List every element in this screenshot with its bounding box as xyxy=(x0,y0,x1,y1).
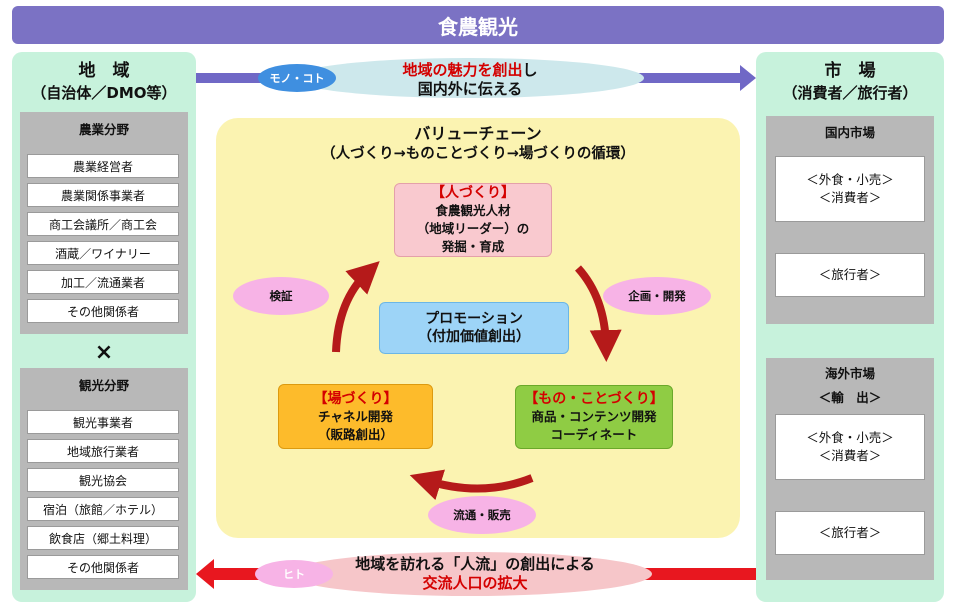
tourism-item-label: 地域旅行業者 xyxy=(66,444,139,459)
top-flow-line2: 国内外に伝える xyxy=(417,80,523,98)
agri-item: 商工会議所／商工会 xyxy=(27,212,179,236)
tourism-item: 飲食店（郷土料理） xyxy=(27,526,179,550)
hito-zukuri-line: （地域リーダー）の xyxy=(416,221,530,236)
cycle-arrow-dist xyxy=(409,469,534,501)
plan-develop-label: 企画・開発 xyxy=(603,277,711,315)
agri-item-label: その他関係者 xyxy=(66,304,139,319)
agri-heading: 農業分野 xyxy=(78,122,129,137)
domestic-heading: 国内市場 xyxy=(824,125,875,140)
agri-item: 農業経営者 xyxy=(27,154,179,178)
top-flow-arrow-head xyxy=(740,65,756,91)
verification-label: 検証 xyxy=(233,277,329,315)
ba-zukuri-box: 【場づくり】 チャネル開発 （販路創出） xyxy=(278,384,433,449)
bottom-flow-line2: 交流人口の拡大 xyxy=(422,574,528,592)
tourism-item: 観光協会 xyxy=(27,468,179,492)
domestic-traveler-block: ＜旅行者＞ xyxy=(775,253,925,297)
region-subheading: （自治体／DMO等） xyxy=(31,84,177,102)
agri-item-label: 農業関係事業者 xyxy=(60,188,145,203)
overseas-heading: 海外市場 xyxy=(824,366,875,381)
top-flow-line1-tail: し xyxy=(522,61,538,79)
mono-koto-zukuri-box: 【もの・ことづくり】 商品・コンテンツ開発 コーディネート xyxy=(515,385,673,449)
hito-zukuri-box: 【人づくり】 食農観光人材 （地域リーダー）の 発掘・育成 xyxy=(394,183,552,257)
overseas-subheading: ＜輸 出＞ xyxy=(818,390,882,405)
distribution-sales-text: 流通・販売 xyxy=(453,508,511,522)
agri-item: その他関係者 xyxy=(27,299,179,323)
agri-item-label: 酒蔵／ワイナリー xyxy=(55,246,151,261)
market-subheading: （消費者／旅行者） xyxy=(782,84,918,102)
tourism-item: 地域旅行業者 xyxy=(27,439,179,463)
bottom-flow-text: 地域を訪れる「人流」の創出による 交流人口の拡大 xyxy=(330,555,620,593)
agri-item-label: 商工会議所／商工会 xyxy=(48,217,157,232)
value-chain-title-block: バリューチェーン （人づくり→ものことづくり→場づくりの循環） xyxy=(216,124,740,164)
value-chain-subtitle: （人づくり→ものことづくり→場づくりの循環） xyxy=(321,146,635,162)
market-heading-block: 市 場 （消費者／旅行者） xyxy=(756,60,944,104)
tourism-item: 観光事業者 xyxy=(27,410,179,434)
overseas-consumer-block: ＜外食・小売＞ ＜消費者＞ xyxy=(775,414,925,480)
promotion-line: プロモーション xyxy=(425,311,523,327)
agri-item-label: 農業経営者 xyxy=(72,159,133,174)
overseas-block1-line: ＜外食・小売＞ xyxy=(806,430,894,445)
tourism-item-label: 観光協会 xyxy=(78,473,127,488)
hito-badge: ヒト xyxy=(255,560,333,588)
hito-badge-label: ヒト xyxy=(283,568,305,581)
tourism-item-label: 宿泊（旅館／ホテル） xyxy=(42,502,163,517)
agri-item: 酒蔵／ワイナリー xyxy=(27,241,179,265)
tourism-item: 宿泊（旅館／ホテル） xyxy=(27,497,179,521)
domestic-block1-line: ＜外食・小売＞ xyxy=(806,172,894,187)
distribution-sales-label: 流通・販売 xyxy=(428,496,536,534)
ba-zukuri-heading: 【場づくり】 xyxy=(313,390,398,407)
cycle-arrow-verify xyxy=(332,261,380,353)
title-bar: 食農観光 xyxy=(12,6,944,44)
plan-develop-text: 企画・開発 xyxy=(628,289,686,303)
domestic-consumer-block: ＜外食・小売＞ ＜消費者＞ xyxy=(775,156,925,222)
overseas-block1-line: ＜消費者＞ xyxy=(818,448,882,463)
promotion-line: （付加価値創出） xyxy=(418,329,530,345)
overseas-block2-line: ＜旅行者＞ xyxy=(818,525,882,540)
tourism-item-label: 飲食店（郷土料理） xyxy=(48,531,157,546)
domestic-block2-line: ＜旅行者＞ xyxy=(818,267,882,282)
top-flow-line1-red: 地域の魅力を創出 xyxy=(402,61,523,79)
ba-zukuri-line: （販路創出） xyxy=(317,426,393,442)
verification-text: 検証 xyxy=(269,289,293,303)
top-flow-text: 地域の魅力を創出し 国内外に伝える xyxy=(330,61,610,99)
agri-item: 農業関係事業者 xyxy=(27,183,179,207)
cycle-arrow-plan xyxy=(574,265,622,362)
hito-zukuri-heading: 【人づくり】 xyxy=(431,185,515,201)
agri-item-label: 加工／流通業者 xyxy=(60,275,145,290)
cross-symbol: × xyxy=(94,340,114,365)
mono-koto-badge: モノ・コト xyxy=(258,64,336,92)
market-heading: 市 場 xyxy=(824,61,876,81)
bottom-flow-arrow-head xyxy=(196,559,214,589)
top-flow-ellipse xyxy=(292,58,644,98)
bottom-flow-ellipse xyxy=(288,552,652,596)
promotion-box: プロモーション （付加価値創出） xyxy=(379,302,569,354)
tourism-item: その他関係者 xyxy=(27,555,179,579)
tourism-item-label: その他関係者 xyxy=(66,560,139,575)
overseas-traveler-block: ＜旅行者＞ xyxy=(775,511,925,555)
mono-koto-label: モノ・コト xyxy=(269,72,325,85)
mono-koto-zukuri-line: コーディネート xyxy=(550,427,638,442)
mono-koto-zukuri-line: 商品・コンテンツ開発 xyxy=(531,409,657,424)
tourism-item-label: 観光事業者 xyxy=(72,415,133,430)
region-heading-block: 地 域 （自治体／DMO等） xyxy=(12,60,196,104)
page-title: 食農観光 xyxy=(438,14,518,39)
hito-zukuri-line: 食農観光人材 xyxy=(435,203,511,218)
mono-koto-zukuri-heading: 【もの・ことづくり】 xyxy=(524,391,664,407)
bottom-flow-line1: 地域を訪れる「人流」の創出による xyxy=(355,555,595,573)
value-chain-title: バリューチェーン xyxy=(414,124,542,143)
agri-item: 加工／流通業者 xyxy=(27,270,179,294)
hito-zukuri-line: 発掘・育成 xyxy=(441,239,505,254)
region-heading: 地 域 xyxy=(78,61,130,81)
tourism-heading: 観光分野 xyxy=(78,378,129,393)
ba-zukuri-line: チャネル開発 xyxy=(318,408,393,424)
domestic-block1-line: ＜消費者＞ xyxy=(818,190,882,205)
